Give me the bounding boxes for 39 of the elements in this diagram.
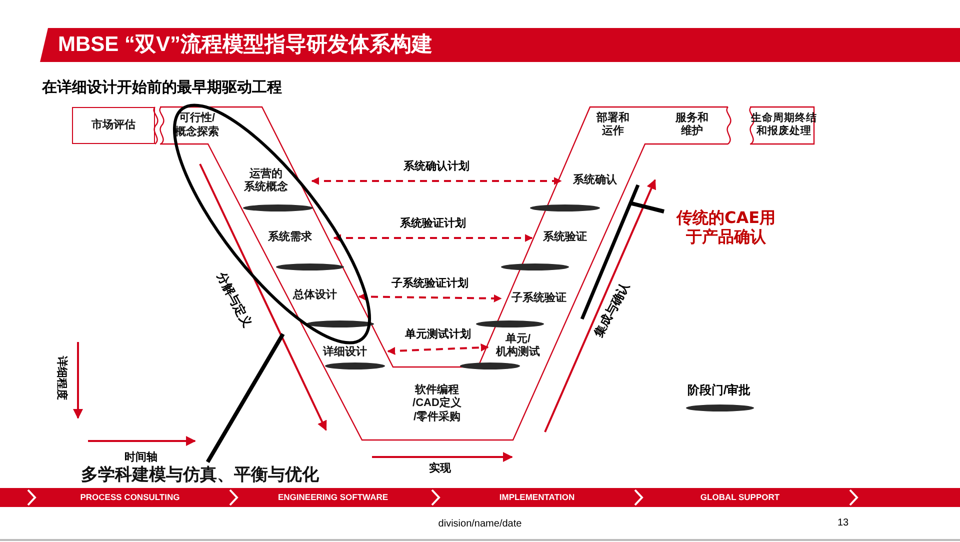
annotation-text: 传统的CAE用于产品确认 bbox=[676, 208, 776, 246]
heading-text: 在详细设计开始前的最早期驱动工程 bbox=[42, 78, 282, 97]
caption-text: 多学科建模与仿真、平衡与优化 bbox=[81, 464, 319, 486]
dashed-arrow bbox=[387, 344, 489, 355]
stage-label: 系统需求 bbox=[268, 231, 312, 245]
stage-label: 软件编程/CAD定义/零件采购 bbox=[412, 384, 462, 424]
stage-label: 系统验证 bbox=[543, 231, 587, 245]
band-label: PROCESS CONSULTING bbox=[80, 492, 180, 502]
axis-label: 详细程度 bbox=[54, 356, 69, 400]
band-label: GLOBAL SUPPORT bbox=[700, 492, 780, 502]
footer-text: division/name/date bbox=[438, 518, 522, 530]
band-label: ENGINEERING SOFTWARE bbox=[278, 492, 388, 502]
stage-label: 部署和运作 bbox=[596, 112, 630, 138]
leader-line bbox=[206, 332, 285, 464]
stage-label: 子系统验证 bbox=[512, 292, 566, 306]
stage-label: 总体设计 bbox=[293, 289, 337, 303]
dashed-arrow bbox=[311, 177, 562, 185]
stage-box bbox=[72, 107, 155, 144]
stage-label: 运营的系统概念 bbox=[244, 168, 288, 194]
leader-line bbox=[630, 201, 664, 214]
edge-label: 子系统验证计划 bbox=[389, 275, 470, 290]
edge-label: 系统验证计划 bbox=[398, 216, 468, 230]
stage-label: 详细设计 bbox=[323, 346, 367, 360]
axis-label: 集成与确认 bbox=[590, 280, 633, 340]
title: MBSE “双V”流程模型指导研发体系构建 bbox=[58, 32, 433, 58]
heading-text: 时间轴 bbox=[124, 450, 158, 464]
stage-label: 单元/机构测试 bbox=[496, 332, 540, 360]
edge-label: 系统确认计划 bbox=[402, 158, 472, 174]
axis-label: 分解与定义 bbox=[213, 270, 256, 330]
band-label: IMPLEMENTATION bbox=[499, 492, 575, 502]
page-number: 13 bbox=[837, 518, 849, 528]
stage-label: 市场评估 bbox=[92, 118, 136, 132]
stage-label: 系统确认 bbox=[573, 174, 617, 188]
dashed-arrow bbox=[333, 234, 533, 242]
edge-label: 单元测试计划 bbox=[402, 326, 473, 342]
legend-label: 阶段门/审批 bbox=[687, 382, 751, 399]
stage-label: 服务和维护 bbox=[676, 112, 708, 138]
heading-text: 实现 bbox=[429, 461, 451, 476]
dashed-arrow bbox=[358, 292, 502, 302]
